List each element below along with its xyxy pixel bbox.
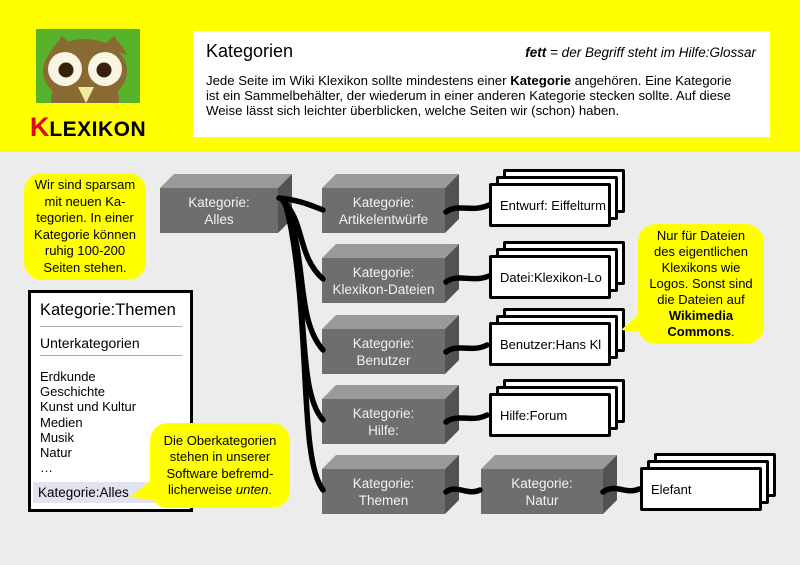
box-label: Kategorie:Benutzer — [322, 329, 445, 374]
list-item: Medien — [40, 414, 83, 430]
stack-label: Datei:Klexikon-Lo — [489, 255, 611, 299]
klexikon-logo: KLEXIKON — [30, 29, 146, 142]
bubble-dateien: Nur für Dateien des eigentlichen Klexiko… — [638, 224, 764, 344]
list-item: Kunst und Kultur — [40, 399, 137, 415]
list-item: … — [40, 460, 53, 476]
intro-panel: Kategorien fett = der Begriff steht im H… — [193, 31, 770, 137]
list-item: Erdkunde — [40, 369, 96, 384]
box-label: Kategorie:Natur — [481, 469, 603, 514]
bubble-oberkategorien: Die Oberkategorien stehen in unserer Sof… — [150, 423, 290, 508]
box-top-face — [322, 174, 459, 188]
box-label: Kategorie:Themen — [322, 469, 445, 514]
category-page-mockup: Kategorie:Themen Unterkategorien Erdkund… — [28, 290, 193, 512]
mockup-subheading: Unterkategorien — [40, 335, 182, 356]
brand-rest: LEXIKON — [49, 118, 147, 141]
box-label: Kategorie:Artikelentwürfe — [322, 188, 445, 233]
brand-wordmark: KLEXIKON — [22, 112, 154, 143]
list-item: Geschichte — [40, 384, 106, 400]
intro-line-2: ist ein Sammelbehälter, der wiederum in … — [206, 87, 731, 103]
bubble-text: Die Oberkategorien stehen in unserer Sof… — [163, 432, 277, 498]
box-label: Kategorie:Alles — [160, 188, 278, 233]
mockup-page-title: Kategorie:Themen — [40, 301, 182, 327]
box-top-face — [322, 455, 459, 469]
bubble-text: Nur für Dateien des eigentlichen Klexiko… — [649, 228, 753, 339]
stack-label: Elefant — [640, 467, 762, 511]
bold-legend-note: fett = der Begriff steht im Hilfe:Glossa… — [525, 45, 756, 60]
bubble-sparsam: Wir sind sparsam mit neuen Ka- tegorien.… — [24, 173, 146, 280]
box-label: Kategorie:Hilfe: — [322, 399, 445, 444]
box-top-face — [322, 244, 459, 258]
list-item: Musik — [40, 429, 74, 445]
legend-bold-term: fett — [525, 45, 547, 60]
stack-label: Entwurf: Eiffelturm — [489, 183, 611, 227]
intro-text: Jede Seite im Wiki Klexikon sollte minde… — [206, 73, 762, 118]
intro-line-1: Jede Seite im Wiki Klexikon sollte minde… — [206, 73, 732, 88]
box-top-face — [322, 385, 459, 399]
box-label: Kategorie:Klexikon-Dateien — [322, 258, 445, 303]
intro-line-3: Weise lässt sich leichter überblicken, w… — [206, 102, 620, 118]
stack-label: Hilfe:Forum — [489, 393, 611, 437]
owl-icon — [36, 29, 140, 103]
box-top-face — [322, 315, 459, 329]
subcategory-list: Erdkunde Geschichte Kunst und Kultur Med… — [40, 369, 136, 475]
bubble-text: Wir sind sparsam mit neuen Ka- tegorien.… — [34, 177, 136, 275]
brand-letter-k: K — [29, 112, 50, 142]
list-item: Natur — [40, 445, 72, 461]
box-top-face — [481, 455, 617, 469]
stack-label: Benutzer:Hans Kl — [489, 322, 611, 366]
box-top-face — [160, 174, 292, 188]
page-title: Kategorien — [206, 41, 294, 61]
